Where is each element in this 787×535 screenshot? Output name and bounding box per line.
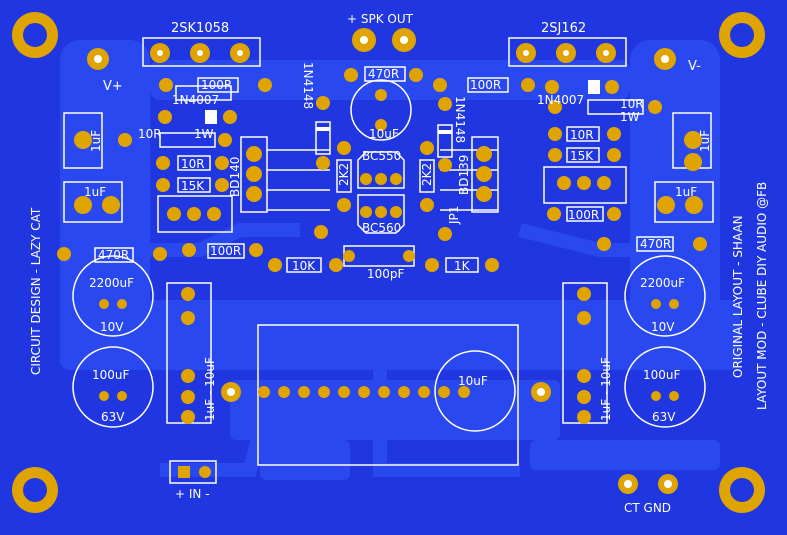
ct-gnd-label: CT GND <box>624 501 672 515</box>
cap-small-right-label: 100uF <box>643 368 681 382</box>
jp-label: JP1 <box>447 205 461 224</box>
r1k-label: 1K <box>454 259 470 273</box>
cap-small-left-label: 100uF <box>92 368 130 382</box>
credit-right-1: ORIGINAL LAYOUT - SHAAN <box>731 215 745 378</box>
c-top-mid-label: 10uF <box>369 127 399 141</box>
r2k2-left-label: 2K2 <box>337 162 351 186</box>
pads <box>57 28 707 494</box>
cap-big-right-label: 2200uF <box>640 276 686 290</box>
credit-right-2: LAYOUT MOD - CLUBE DIY AUDIO @FB <box>755 181 769 410</box>
c-right-1uf-a: 1uF <box>698 129 712 152</box>
diode-marks <box>205 80 600 134</box>
d-left-label: 1N4007 <box>172 93 220 107</box>
v-plus-label: V+ <box>103 79 123 94</box>
cap-small-left-v-label: 63V <box>101 410 125 424</box>
d-mid-left-label: 1N4148 <box>301 62 315 110</box>
bd-left-label: BD140 <box>228 156 242 197</box>
r470-left-label: 470R <box>98 248 130 262</box>
bc-bottom-label: BC560 <box>362 221 402 235</box>
spk-out-label: + SPK OUT <box>347 12 413 26</box>
q-right-label: 2SJ162 <box>541 21 587 36</box>
copper-traces <box>60 40 740 480</box>
cap-mid-bottom-label: 10uF <box>458 374 488 388</box>
cap-big-left-label: 2200uF <box>89 276 135 290</box>
bc-top-label: BC550 <box>362 149 402 163</box>
c100pf-label: 100pF <box>367 267 405 281</box>
d-right-label: 1N4007 <box>537 93 585 107</box>
in-label: + IN - <box>175 487 210 501</box>
mounting-holes <box>12 12 765 513</box>
credit-left: CIRCUIT DESIGN - LAZY CAT <box>29 207 43 375</box>
d-mid-right-label: 1N4148 <box>453 96 467 144</box>
r10-1w-right-b: 1W <box>620 110 640 124</box>
r100-mid-right-label: 100R <box>568 208 600 222</box>
c-right-1uf-b: 1uF <box>675 185 698 199</box>
drill-holes <box>94 36 672 488</box>
cap-vert-left-label: 1uF - 10uF <box>203 357 217 421</box>
r100-top-left-label: 100R <box>201 78 233 92</box>
r2k2-right-label: 2K2 <box>420 162 434 186</box>
r15k-right-label: 15K <box>570 149 594 163</box>
c-left-1uf-b: 1uF <box>84 185 107 199</box>
r10-1w-left-a: 10R <box>138 127 162 141</box>
r10-right-label: 10R <box>570 128 594 142</box>
cap-big-left-v-label: 10V <box>100 320 124 334</box>
r10k-label: 10K <box>292 259 316 273</box>
r470-top-label: 470R <box>368 67 400 81</box>
cap-vert-right-label: 1uF - 10uF <box>599 357 613 421</box>
r10-1w-left-b: 1W <box>194 127 214 141</box>
r15k-left-label: 15K <box>181 179 205 193</box>
r470-right-label: 470R <box>640 237 672 251</box>
v-minus-label: V- <box>688 59 701 74</box>
c-left-1uf-a: 1uF <box>89 129 103 152</box>
cap-small-right-v-label: 63V <box>652 410 676 424</box>
bd-right-label: BD139 <box>457 154 471 195</box>
q-left-label: 2SK1058 <box>171 21 230 36</box>
r10-1w-right-a: 10R <box>620 97 644 111</box>
r100-top-right-label: 100R <box>470 78 502 92</box>
cap-big-right-v-label: 10V <box>651 320 675 334</box>
r100-mid-left-label: 100R <box>210 244 242 258</box>
r10-left-label: 10R <box>181 157 205 171</box>
